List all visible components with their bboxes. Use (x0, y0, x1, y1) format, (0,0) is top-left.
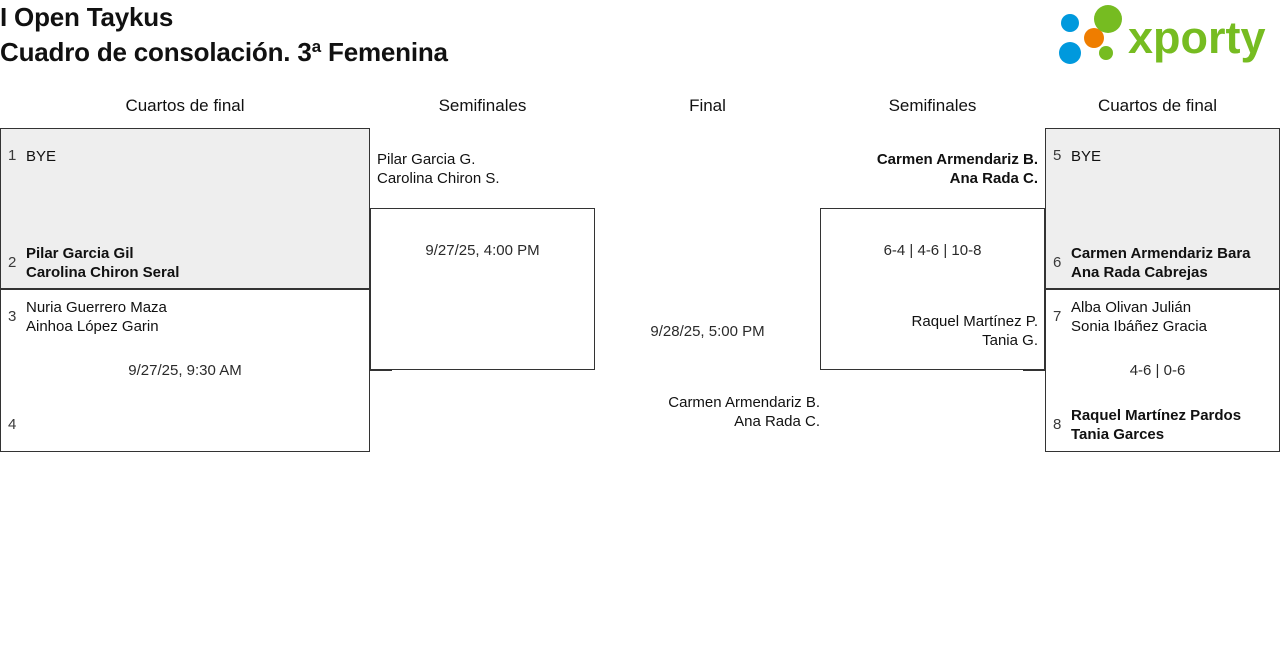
team-pair-qf1-left-top: BYE (26, 148, 57, 165)
team-pair-qf1-right-bottom: Carmen Armendariz Bara Ana Rada Cabrejas (1071, 245, 1251, 281)
seed-number: 1 (8, 147, 17, 164)
match-meta-qf2-left: 9/27/25, 9:30 AM (128, 362, 242, 379)
svg-text:xporty: xporty (1128, 12, 1266, 63)
seed-number: 6 (1053, 254, 1062, 271)
bracket-name: Cuadro de consolación. 3ª Femenina (0, 37, 448, 67)
match-box-sf-left[interactable] (370, 208, 595, 370)
match-box-qf2-left[interactable] (0, 289, 370, 452)
team-pair-qf2-right-bottom: Raquel Martínez Pardos Tania Garces (1071, 407, 1242, 443)
seed-number: 3 (8, 308, 17, 325)
round-header-quarterfinals-right: Cuartos de final (1097, 96, 1218, 115)
team-pair-qf1-right-top: BYE (1071, 148, 1102, 165)
seed-number: 2 (8, 254, 17, 271)
team-pair-qf2-right-top: Alba Olivan Julián Sonia Ibáñez Gracia (1071, 299, 1207, 335)
team-pair-qf2-left-top: Nuria Guerrero Maza Ainhoa López Garin (26, 299, 167, 335)
match-box-qf1-right[interactable] (1045, 128, 1280, 289)
seed-number: 8 (1053, 416, 1062, 433)
round-header-semifinals-left: Semifinales (438, 96, 527, 115)
seed-number: 5 (1053, 147, 1062, 164)
tournament-name: I Open Taykus (0, 2, 174, 32)
match-meta-final: 9/28/25, 5:00 PM (650, 323, 765, 340)
team-pair-sf-left-top: Pilar Garcia G. Carolina Chiron S. (377, 151, 500, 187)
page-title: I Open Taykus Cuadro de consolación. 3ª … (0, 0, 448, 70)
round-header-semifinals-right: Semifinales (888, 96, 977, 115)
seed-number: 4 (8, 416, 17, 433)
seed-number: 7 (1053, 308, 1062, 325)
team-pair-sf-right-bottom: Raquel Martínez P. Tania G. (911, 313, 1038, 349)
connector-qf2-left (370, 370, 392, 371)
match-box-qf1-left[interactable] (0, 128, 370, 289)
team-pair-qf1-left-bottom: Pilar Garcia Gil Carolina Chiron Seral (26, 245, 180, 281)
connector-qf2-right (1023, 370, 1045, 371)
xporty-logo[interactable]: xporty (1048, 5, 1274, 67)
match-meta-sf-right: 6-4 | 4-6 | 10-8 (883, 242, 982, 259)
match-meta-sf-left: 9/27/25, 4:00 PM (425, 242, 540, 259)
round-header-quarterfinals-left: Cuartos de final (125, 96, 245, 115)
match-box-sf-right[interactable] (820, 208, 1045, 370)
team-pair-sf-right-top: Carmen Armendariz B. Ana Rada C. (876, 151, 1038, 187)
team-pair-final-bottom: Carmen Armendariz B. Ana Rada C. (668, 394, 820, 430)
round-header-final: Final (689, 96, 726, 115)
connector-qf1-right (1023, 208, 1045, 209)
match-meta-qf2-right: 4-6 | 0-6 (1129, 362, 1186, 379)
